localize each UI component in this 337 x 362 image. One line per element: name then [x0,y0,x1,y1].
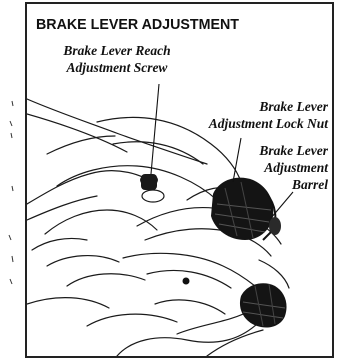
barrel-callout-line1: Brake Lever [259,142,328,159]
lock-nut-leader [233,138,241,182]
barrel-callout: Brake Lever Adjustment Barrel [259,142,328,193]
barrel-callout-line2: Adjustment [259,159,328,176]
lock-nut-callout-line2: Adjustment Lock Nut [209,115,328,132]
brake-lever-diagram-panel: BRAKE LEVER ADJUSTMENT Brake Lever Reach… [25,2,334,358]
reach-screw-graphic [140,174,164,202]
page-edge-marks [0,0,25,362]
barrel-leader [271,192,293,218]
lock-nut-callout-line1: Brake Lever [209,98,328,115]
section-heading: BRAKE LEVER ADJUSTMENT [36,16,239,33]
barrel-callout-line3: Barrel [259,176,328,193]
mounting-hole [183,278,190,285]
reach-screw-callout-line1: Brake Lever Reach [27,42,207,59]
adjustment-barrel-lower [240,283,287,327]
reach-screw-leader [151,84,159,174]
reach-screw-callout: Brake Lever Reach Adjustment Screw [27,42,207,76]
lock-nut-callout: Brake Lever Adjustment Lock Nut [209,98,328,132]
reach-screw-callout-line2: Adjustment Screw [27,59,207,76]
